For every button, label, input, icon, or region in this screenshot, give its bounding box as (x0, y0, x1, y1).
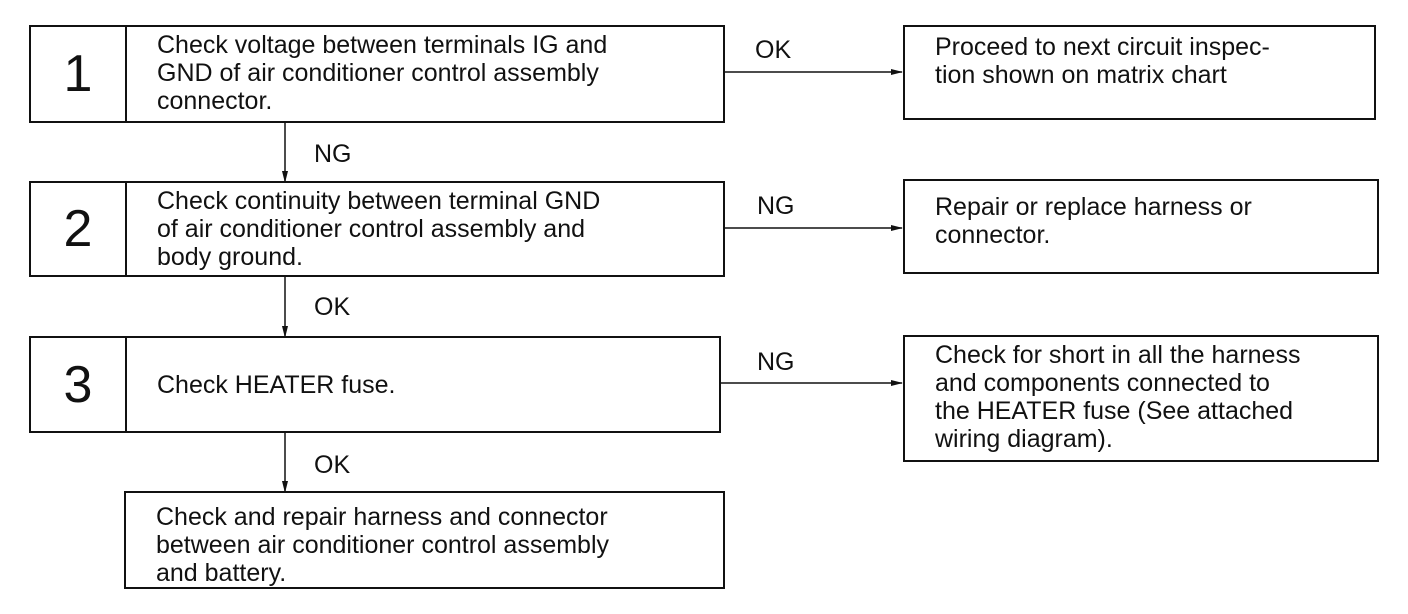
result-3-box: Check for short in all the harness and c… (903, 335, 1379, 462)
step-3-number: 3 (31, 338, 127, 431)
step-3-down-label: OK (314, 451, 351, 479)
step-2-text: Check continuity between terminal GND of… (157, 187, 601, 271)
step-2-box: 2 Check continuity between terminal GND … (29, 181, 725, 277)
final-step-box: Check and repair harness and connector b… (124, 491, 725, 589)
step-2-number: 2 (31, 183, 127, 275)
step-1-down-label: NG (314, 140, 352, 168)
result-1-box: Proceed to next circuit inspec- tion sho… (903, 25, 1376, 120)
step-3-side-label: NG (757, 348, 795, 376)
step-2-side-label: NG (757, 192, 795, 220)
step-1-text: Check voltage between terminals IG and G… (157, 31, 608, 115)
step-2-down-label: OK (314, 293, 351, 321)
step-3-text: Check HEATER fuse. (157, 370, 396, 399)
step-1-box: 1 Check voltage between terminals IG and… (29, 25, 725, 123)
step-1-side-label: OK (755, 36, 792, 64)
step-1-number: 1 (31, 27, 127, 121)
step-3-box: 3 Check HEATER fuse. (29, 336, 721, 433)
result-2-box: Repair or replace harness or connector. (903, 179, 1379, 274)
